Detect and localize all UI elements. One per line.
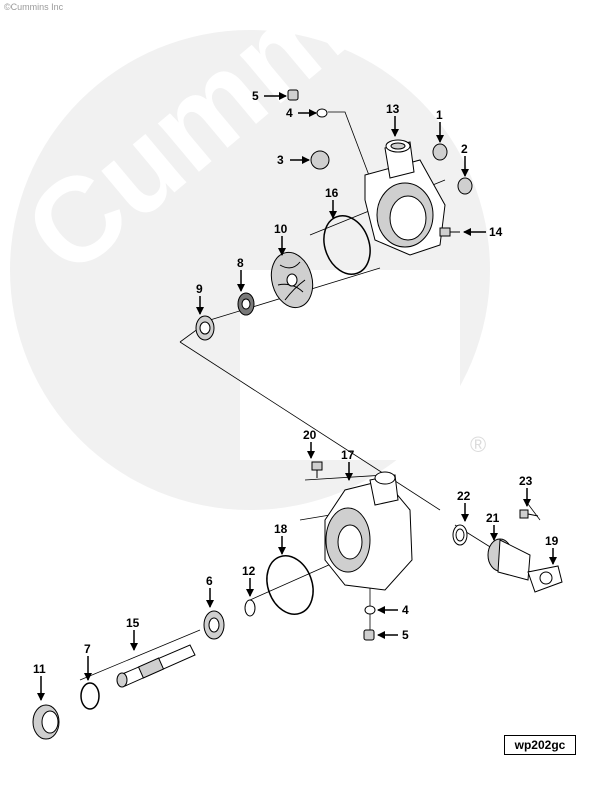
capscrew-14 [439,227,460,237]
callout-2: 2 [461,142,468,156]
callout-7: 7 [84,642,91,656]
bearing-6 [203,610,225,640]
callout-8: 8 [237,256,244,270]
callout-21: 21 [486,511,500,525]
callout-13: 13 [386,102,400,116]
retaining-ring-7 [80,682,100,710]
callout-19: 19 [545,534,559,548]
callout-5-bottom: 5 [402,628,409,642]
seal-ring-4-top [316,108,328,118]
callout-9: 9 [196,282,203,296]
drawing-id-label: wp202gc [504,735,576,755]
copyright-text: ©Cummins Inc [4,2,64,12]
callout-15: 15 [126,616,140,630]
callout-10: 10 [274,222,288,236]
seal-ring-4-bottom [364,605,376,615]
retaining-ring-12 [244,599,256,617]
water-pump-cover [364,139,446,256]
callout-labels: 5 4 3 1 2 13 14 16 10 8 9 20 17 22 23 21… [33,89,559,676]
o-ring-18 [266,555,314,615]
registered-mark: ® [470,432,486,457]
seal-8 [237,292,255,316]
callout-16: 16 [325,186,339,200]
impeller-10 [270,251,314,309]
capscrew-23 [519,509,539,519]
callout-12: 12 [242,564,256,578]
callout-11: 11 [33,662,46,676]
callout-3: 3 [277,153,284,167]
callout-20: 20 [303,428,317,442]
water-pump-housing-17 [324,471,413,591]
seal-ring-22 [452,524,468,546]
gasket-19 [527,565,563,593]
callout-22: 22 [457,489,471,503]
callout-18: 18 [274,522,288,536]
nut-11 [32,704,60,740]
watermark-logo: Cummins ® [1,0,506,510]
callout-1: 1 [436,108,443,122]
shaft-15 [116,644,196,688]
callout-6: 6 [206,574,213,588]
seal-9 [195,315,215,341]
callout-14: 14 [489,225,503,239]
plug-1 [432,143,448,161]
callout-23: 23 [519,474,533,488]
callout-4-bottom: 4 [402,603,409,617]
plug-3 [310,150,330,170]
callout-arrows [37,92,557,701]
callout-5-top: 5 [252,89,259,103]
plug-5-top [287,89,299,101]
capscrew-20 [311,461,323,478]
plug-2 [457,177,473,195]
connection-21 [487,538,531,581]
callout-17: 17 [341,448,355,462]
plug-5-bottom [363,629,375,641]
callout-4-top: 4 [286,106,293,120]
